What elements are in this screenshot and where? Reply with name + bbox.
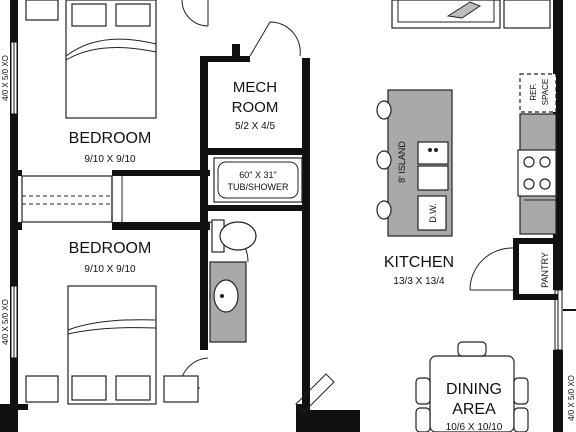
ref-space-label: SPACE <box>541 79 550 106</box>
top-counter <box>391 0 551 29</box>
toilet <box>211 219 257 253</box>
dishwasher <box>417 195 447 231</box>
window-right-bottom-label: 4/0 X 5/0 XO <box>567 375 576 421</box>
mech-room-name-1: MECH <box>233 79 277 96</box>
dining-dims: 10/6 X 10/10 <box>446 422 503 432</box>
nightstand-bottom-right <box>163 375 199 403</box>
window-left-top-label: 4/0 X 5/0 XO <box>1 55 10 101</box>
bed-bottom <box>67 285 157 405</box>
kitchen-name: KITCHEN <box>384 254 454 271</box>
bed-top <box>65 0 157 119</box>
kitchen-dims: 13/3 X 13/4 <box>393 276 445 287</box>
kitchen-island <box>376 89 453 237</box>
dishwasher-label: D.W. <box>428 203 438 223</box>
tub-type-label: TUB/SHOWER <box>227 182 289 192</box>
window-left-bottom-label: 4/0 X 5/0 XO <box>1 299 10 345</box>
bedroom-bottom-dims: 9/10 X 9/10 <box>84 264 136 275</box>
tub-size-label: 60" X 31" <box>239 170 276 180</box>
bedroom-top-name: BEDROOM <box>69 130 152 147</box>
dining-name-1: DINING <box>446 381 502 398</box>
bedroom-bottom-name: BEDROOM <box>69 240 152 257</box>
mech-room-dims: 5/2 X 4/5 <box>235 121 275 132</box>
bedroom-top-dims: 9/10 X 9/10 <box>84 154 136 165</box>
nightstand-bottom-left <box>25 375 59 403</box>
fridge-space <box>519 73 557 113</box>
dining-name-2: AREA <box>452 401 496 418</box>
island-label: 8' ISLAND <box>397 141 407 183</box>
tub-shower <box>213 157 303 203</box>
pantry-label: PANTRY <box>540 252 550 288</box>
dining-table <box>415 341 529 432</box>
ref-label: REF. <box>529 83 538 100</box>
nightstand-top <box>25 0 59 21</box>
range-counter <box>517 113 557 235</box>
vanity <box>209 261 247 343</box>
mech-room-name-2: ROOM <box>232 99 279 116</box>
